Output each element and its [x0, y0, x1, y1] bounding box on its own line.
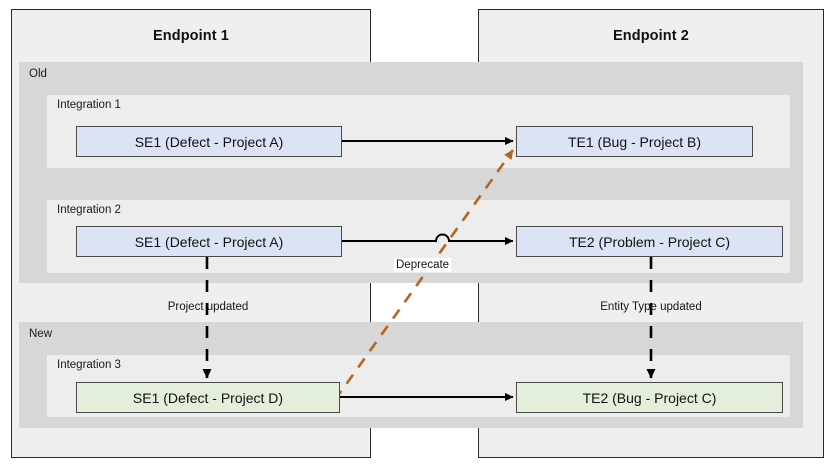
- entity-te2-bug-project-c[interactable]: TE2 (Bug - Project C): [516, 382, 783, 413]
- edge-label-project-updated: Project updated: [167, 301, 249, 313]
- entity-te2-problem-project-c[interactable]: TE2 (Problem - Project C): [516, 226, 783, 257]
- group-new-label: New: [29, 328, 53, 340]
- edge-label-deprecate: Deprecate: [394, 258, 452, 272]
- integration-1-label: Integration 1: [57, 99, 121, 111]
- integration-3-label: Integration 3: [57, 359, 121, 371]
- endpoint-1-title: Endpoint 1: [153, 28, 229, 44]
- entity-label: SE1 (Defect - Project A): [134, 233, 284, 250]
- integration-2-label: Integration 2: [57, 204, 121, 216]
- entity-label: TE2 (Bug - Project C): [582, 389, 717, 406]
- entity-se1-defect-project-d-integration-3[interactable]: SE1 (Defect - Project D): [76, 382, 340, 413]
- entity-se1-defect-project-a-integration-2[interactable]: SE1 (Defect - Project A): [76, 226, 342, 257]
- endpoint-2-title: Endpoint 2: [613, 28, 689, 44]
- group-old-label: Old: [29, 68, 47, 80]
- entity-label: TE2 (Problem - Project C): [568, 233, 731, 250]
- entity-se1-defect-project-a-integration-1[interactable]: SE1 (Defect - Project A): [76, 126, 342, 157]
- entity-label: SE1 (Defect - Project D): [132, 389, 284, 406]
- entity-te1-bug-project-b[interactable]: TE1 (Bug - Project B): [516, 126, 753, 157]
- entity-label: SE1 (Defect - Project A): [134, 133, 284, 150]
- edge-label-entity-type-updated: Entity Type updated: [600, 301, 702, 313]
- entity-label: TE1 (Bug - Project B): [567, 133, 702, 150]
